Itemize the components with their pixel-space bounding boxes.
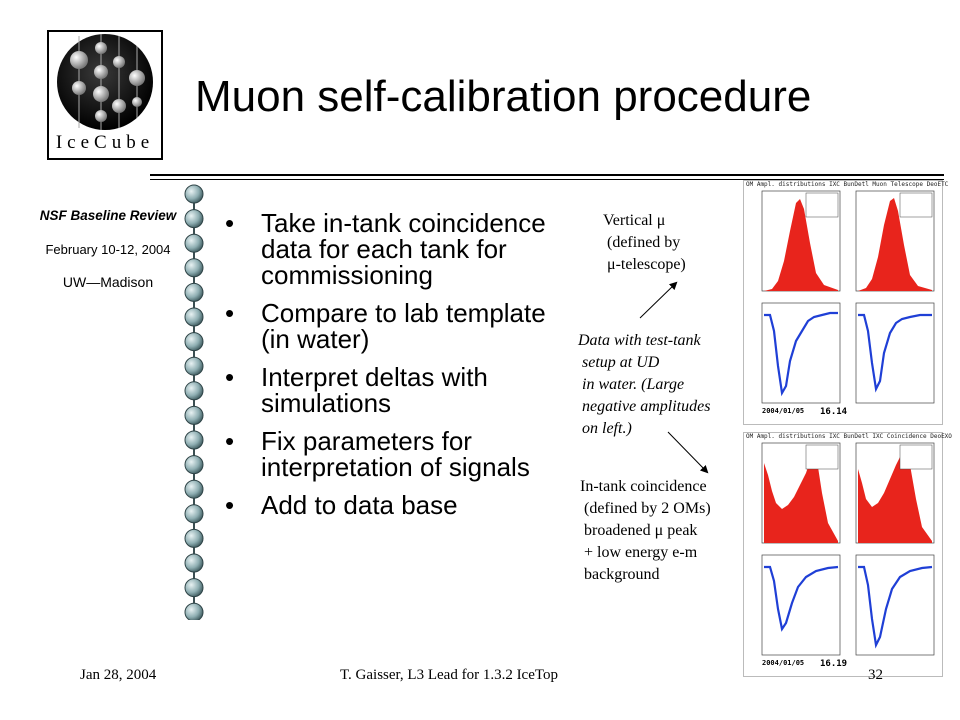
stats-box xyxy=(805,192,839,218)
bullet-item: • Take in-tank coincidence data for each … xyxy=(225,210,565,288)
annotation-line: Data with test-tank xyxy=(578,332,701,349)
bullet-text: Compare to lab template (in water) xyxy=(261,298,546,354)
annotation-in-tank-coincidence: In-tank coincidence (defined by 2 OMs) b… xyxy=(580,476,711,586)
chain-bead xyxy=(184,282,204,302)
arrow-to-vertical-muon xyxy=(639,281,678,319)
annotation-vertical-muon: Vertical μ (defined by μ-telescope) xyxy=(603,210,686,276)
annotation-line: negative amplitudes xyxy=(582,398,711,415)
plot-time-stamp: 16.14 xyxy=(820,407,848,417)
bullet-item: • Compare to lab template (in water) xyxy=(225,300,565,352)
bead-chain-decoration xyxy=(184,184,204,620)
chain-bead xyxy=(184,479,204,499)
waveform-om2 xyxy=(858,565,933,649)
annotation-line: background xyxy=(584,566,660,583)
icecube-logo: IceCube xyxy=(47,30,163,160)
annotation-line: broadened μ peak xyxy=(584,522,698,539)
annotation-line: + low energy e-m xyxy=(584,544,698,561)
chain-bead xyxy=(184,504,204,524)
sidebar-review-name: NSF Baseline Review xyxy=(39,208,177,223)
plot-panel-graphics xyxy=(761,442,935,656)
chain-bead xyxy=(184,307,204,327)
chain-bead xyxy=(184,356,204,376)
bullet-dot: • xyxy=(225,208,235,238)
bullet-item: • Interpret deltas with simulations xyxy=(225,364,565,416)
histogram-om2 xyxy=(858,198,932,291)
bullet-dot: • xyxy=(225,298,235,328)
chain-bead xyxy=(184,209,204,229)
bullet-item: • Add to data base xyxy=(225,492,565,518)
plot-panel-coincidence: OM Ampl. distributions IXC BunDetl IXC C… xyxy=(743,432,952,677)
histogram-om1 xyxy=(764,457,838,543)
chain-bead xyxy=(184,553,204,573)
bullet-text: Fix parameters for interpretation of sig… xyxy=(261,426,530,482)
waveform-om1 xyxy=(764,565,839,632)
sidebar-review-dates: February 10-12, 2004 xyxy=(45,242,171,257)
bullet-item: • Fix parameters for interpretation of si… xyxy=(225,428,565,480)
chain-bead xyxy=(184,430,204,450)
stats-box xyxy=(899,444,933,470)
waveform-frame xyxy=(855,554,935,656)
chain-bead xyxy=(184,332,204,352)
plot-date-stamp: 2004/01/05 xyxy=(762,407,805,415)
icecube-logo-graphic xyxy=(57,34,153,130)
annotation-test-tank-data: Data with test-tank setup at UD in water… xyxy=(578,330,710,440)
chain-bead xyxy=(184,528,204,548)
footer-date: Jan 28, 2004 xyxy=(80,667,157,683)
waveform-om1 xyxy=(764,311,838,397)
histogram-om1 xyxy=(764,199,838,291)
chain-bead xyxy=(184,258,204,278)
title-rule-thick xyxy=(150,174,944,176)
chain-bead xyxy=(184,602,204,620)
bullet-dot: • xyxy=(225,426,235,456)
title-rule-thin xyxy=(150,179,944,180)
stats-box xyxy=(805,444,839,470)
bullet-text: Take in-tank coincidence data for each t… xyxy=(261,208,546,290)
waveform-om2 xyxy=(858,313,932,393)
histogram-om2 xyxy=(858,451,932,543)
chain-bead xyxy=(184,578,204,598)
plot-time-stamp: 16.19 xyxy=(820,659,848,669)
chain-bead xyxy=(184,233,204,253)
plot-panel-title: OM Ampl. distributions IXC BunDetl Muon … xyxy=(746,181,949,188)
bullet-text: Add to data base xyxy=(261,490,458,520)
chain-bead xyxy=(184,455,204,475)
plot-date-stamp: 2004/01/05 xyxy=(762,659,805,667)
chain-bead xyxy=(184,184,204,204)
footer-page-number: 32 xyxy=(868,667,883,683)
footer-author: T. Gaisser, L3 Lead for 1.3.2 IceTop xyxy=(340,667,558,683)
stats-box xyxy=(899,192,933,218)
bullet-dot: • xyxy=(225,490,235,520)
logo-text: IceCube xyxy=(55,132,155,153)
plot-panel-title: OM Ampl. distributions IXC BunDetl IXC C… xyxy=(746,433,952,440)
waveform-frame xyxy=(761,302,841,404)
slide-title: Muon self-calibration procedure xyxy=(195,72,812,121)
chain-bead xyxy=(184,381,204,401)
waveform-frame xyxy=(761,554,841,656)
chain-bead xyxy=(184,405,204,425)
sidebar: NSF Baseline Review February 10-12, 2004… xyxy=(38,207,178,291)
bullet-list: • Take in-tank coincidence data for each … xyxy=(225,210,565,530)
bullet-text: Interpret deltas with simulations xyxy=(261,362,488,418)
annotation-line: (defined by xyxy=(607,234,681,251)
annotation-line: setup at UD xyxy=(582,354,660,371)
plot-panel-graphics xyxy=(761,190,935,404)
annotation-line: (defined by 2 OMs) xyxy=(584,500,711,517)
waveform-frame xyxy=(855,302,935,404)
sidebar-organization: UW—Madison xyxy=(62,274,154,290)
annotation-line: on left.) xyxy=(582,420,632,437)
annotation-line: μ-telescope) xyxy=(607,256,686,273)
annotation-line: in water. (Large xyxy=(582,376,685,393)
plot-panel-muon-telescope: OM Ampl. distributions IXC BunDetl Muon … xyxy=(743,180,948,425)
annotation-line: Vertical μ xyxy=(603,212,666,229)
bullet-dot: • xyxy=(225,362,235,392)
annotation-line: In-tank coincidence xyxy=(580,478,707,495)
